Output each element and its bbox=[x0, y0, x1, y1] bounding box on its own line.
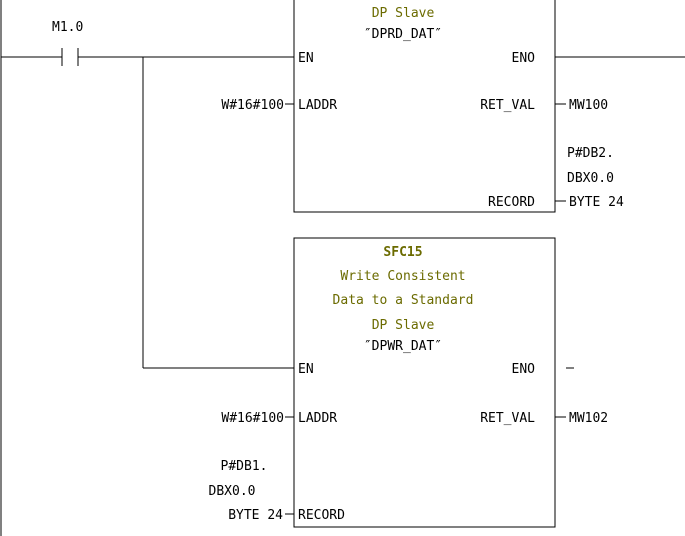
block1-record-value-line-2: DBX0.0 bbox=[567, 171, 614, 186]
block1-record-pin: RECORD bbox=[488, 195, 535, 210]
block1-eno-pin: ENO bbox=[512, 51, 536, 66]
block2-name: SFC15 bbox=[383, 245, 422, 260]
block2-title-line-4: ″DPWR_DAT″ bbox=[364, 339, 442, 354]
block2-record-pin: RECORD bbox=[298, 508, 345, 523]
block1-record-value-line-1: P#DB2. bbox=[567, 146, 614, 161]
block2-box bbox=[293, 237, 556, 528]
block2-laddr-value: W#16#100 bbox=[221, 411, 284, 426]
block1-en-pin: EN bbox=[298, 51, 314, 66]
block2-eno-pin: ENO bbox=[512, 362, 536, 377]
block2-record-value-line-2: DBX0.0 bbox=[209, 484, 256, 499]
block2-retval-pin: RET_VAL bbox=[480, 411, 535, 426]
block2-laddr-pin: LADDR bbox=[298, 411, 337, 426]
block2-title-line-1: Write Consistent bbox=[340, 269, 465, 284]
contact-address-label: M1.0 bbox=[52, 20, 83, 35]
block1-record-value-line-3: BYTE 24 bbox=[569, 195, 624, 210]
block2-retval-value: MW102 bbox=[569, 411, 608, 426]
block1-retval-pin: RET_VAL bbox=[480, 98, 535, 113]
block2-title-line-2: Data to a Standard bbox=[333, 293, 474, 308]
block1-laddr-value: W#16#100 bbox=[221, 98, 284, 113]
block2-record-value-line-3: BYTE 24 bbox=[228, 508, 283, 523]
block2-title-line-3: DP Slave bbox=[372, 318, 435, 333]
block2-en-pin: EN bbox=[298, 362, 314, 377]
block1-laddr-pin: LADDR bbox=[298, 98, 337, 113]
block1-title-line-2: ″DPRD_DAT″ bbox=[364, 27, 442, 42]
block1-box bbox=[293, 0, 556, 213]
block1-title-line-1: DP Slave bbox=[372, 6, 435, 21]
block2-record-value-line-1: P#DB1. bbox=[221, 459, 268, 474]
block1-retval-value: MW100 bbox=[569, 98, 608, 113]
